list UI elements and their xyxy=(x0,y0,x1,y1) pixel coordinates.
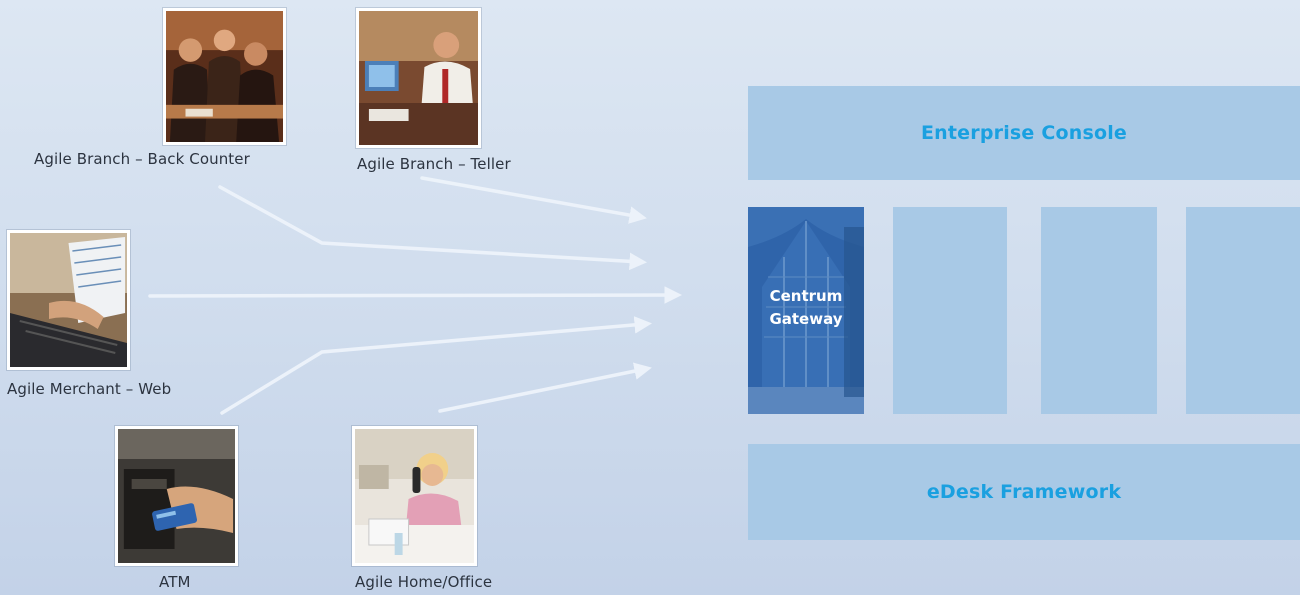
enterprise-console-label: Enterprise Console xyxy=(920,122,1128,144)
home-office-photo xyxy=(352,426,477,566)
module-column-3 xyxy=(1041,207,1157,414)
chapel-photo xyxy=(748,207,864,414)
arrow-merchant-web xyxy=(148,286,682,304)
atm-caption: ATM xyxy=(159,573,191,591)
back-counter-photo xyxy=(163,8,286,145)
centrum-gateway-block: Centrum Gateway xyxy=(748,207,864,414)
gateway-line-2: Gateway xyxy=(769,310,843,328)
centrum-gateway-label: Centrum Gateway xyxy=(748,285,864,331)
edesk-framework-bar: eDesk Framework xyxy=(748,444,1300,540)
module-column-4 xyxy=(1186,207,1300,414)
arrow-back-counter xyxy=(218,185,647,271)
module-column-2 xyxy=(893,207,1007,414)
arrow-home-office xyxy=(438,362,652,413)
merchant-web-caption: Agile Merchant – Web xyxy=(7,380,172,398)
gateway-line-1: Centrum xyxy=(769,287,843,305)
enterprise-console-bar: Enterprise Console xyxy=(748,86,1300,180)
arrow-teller xyxy=(420,176,647,224)
teller-photo xyxy=(356,8,481,148)
edesk-framework-label: eDesk Framework xyxy=(926,481,1122,503)
merchant-web-photo xyxy=(7,230,130,370)
arrow-atm xyxy=(220,316,652,415)
atm-photo xyxy=(115,426,238,566)
home-office-caption: Agile Home/Office xyxy=(355,573,493,591)
teller-caption: Agile Branch – Teller xyxy=(357,155,511,173)
back-counter-caption: Agile Branch – Back Counter xyxy=(34,150,250,168)
